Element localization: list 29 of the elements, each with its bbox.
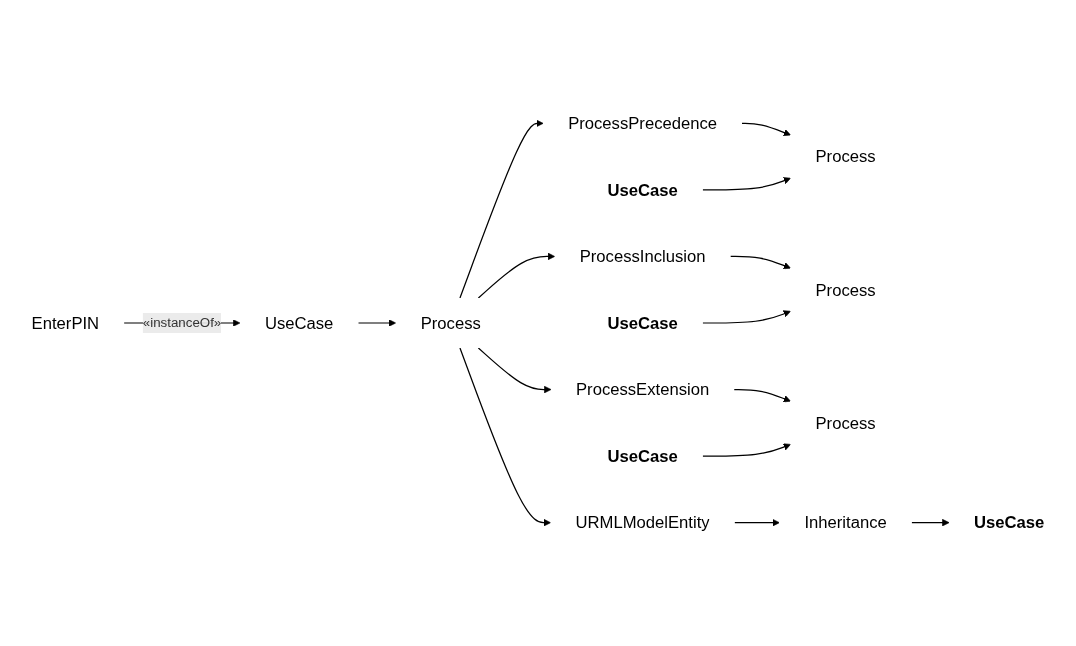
node-text: ProcessPrecedence xyxy=(568,114,718,133)
arrow xyxy=(702,443,791,457)
node-text: UseCase xyxy=(607,180,678,200)
node-text: Process xyxy=(815,413,876,432)
node-text: UseCase xyxy=(607,313,678,333)
arrow xyxy=(702,310,791,324)
node-text: ProcessExtension xyxy=(576,380,710,399)
node-text: Process xyxy=(420,313,481,333)
node-text: URMLModelEntity xyxy=(575,513,710,532)
node-text: ProcessInclusion xyxy=(579,247,706,266)
arrow xyxy=(357,319,397,327)
node-text: Process xyxy=(815,280,876,299)
node-text: UseCase xyxy=(264,313,334,333)
node-text: Inheritance xyxy=(804,513,887,532)
arrow xyxy=(459,347,551,527)
arrow xyxy=(702,177,791,191)
arrow xyxy=(459,119,544,299)
arrow xyxy=(741,122,791,137)
node-text: Process xyxy=(815,147,876,166)
arrow xyxy=(733,519,780,527)
node-text: EnterPIN xyxy=(31,313,100,333)
arrow xyxy=(911,519,950,527)
arrow xyxy=(477,252,556,299)
node-text: UseCase xyxy=(974,513,1045,532)
edge-label: «instanceOf» xyxy=(142,315,222,330)
arrow xyxy=(729,255,791,270)
arrow xyxy=(477,347,552,394)
arrow xyxy=(733,388,791,403)
node-text: UseCase xyxy=(607,446,678,466)
